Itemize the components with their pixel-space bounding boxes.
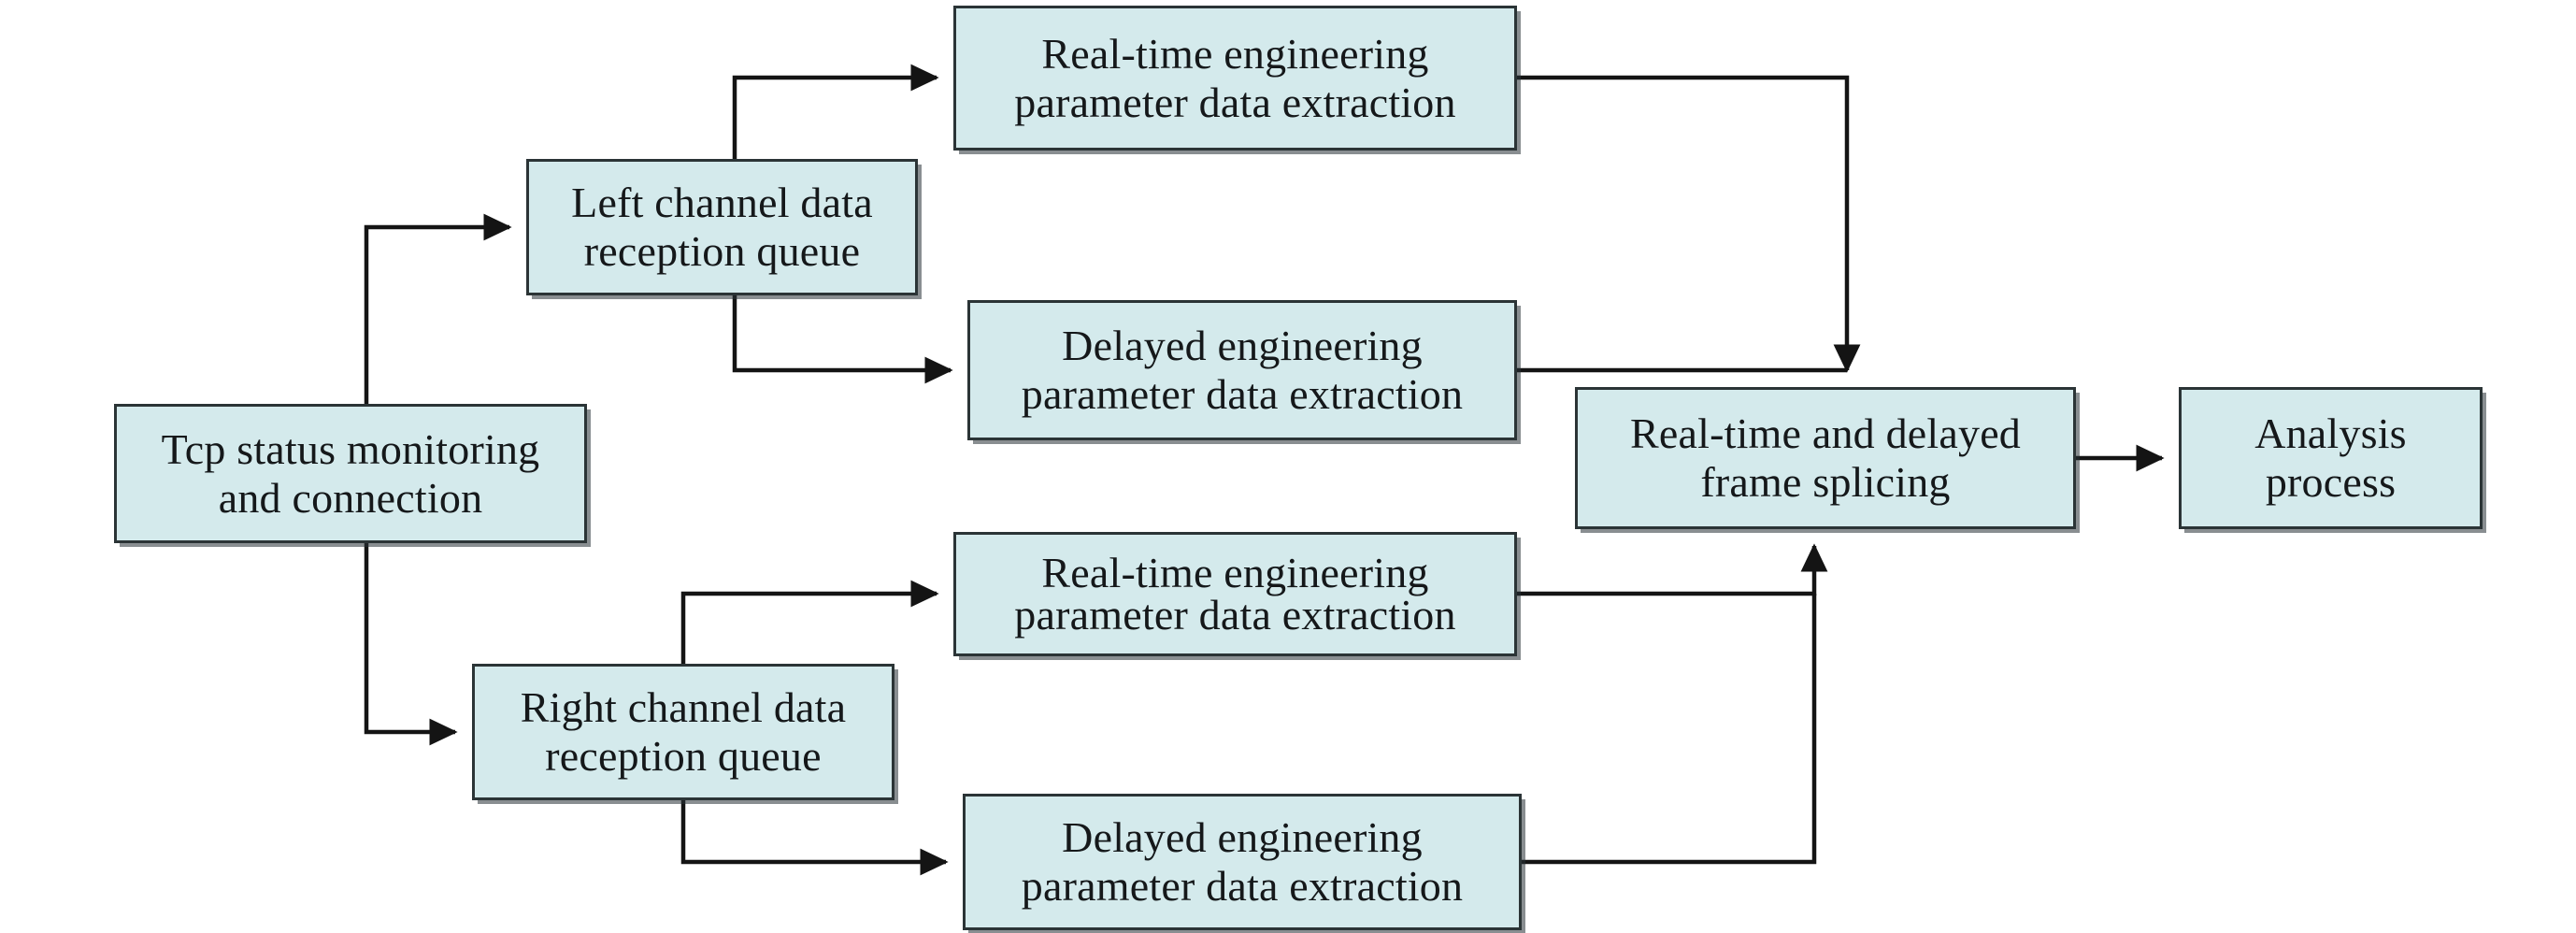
node-label: Real-time and delayed frame splicing [1629, 409, 2022, 506]
connector-right-delayed-to-frame-splicing [1522, 594, 1817, 865]
node-label: Tcp status monitoring and connection [161, 424, 540, 522]
connector-left-queue-to-left-realtime [732, 64, 939, 159]
node-label: Delayed engineering parameter data extra… [1021, 322, 1464, 418]
connector-left-queue-to-left-delayed [732, 295, 953, 384]
connector-tcp-to-left-channel-queue [364, 213, 512, 404]
node-real-time-and-delayed-frame-splicing[interactable]: Real-time and delayed frame splicing [1575, 387, 2076, 529]
node-analysis-process[interactable]: Analysis process [2179, 387, 2483, 529]
node-label: Real-time engineering parameter data ext… [1014, 548, 1456, 639]
node-left-delayed-engineering-parameter-data-extraction[interactable]: Delayed engineering parameter data extra… [967, 300, 1517, 440]
connector-right-queue-to-right-delayed [680, 800, 949, 876]
node-right-realtime-engineering-parameter-data-extraction[interactable]: Real-time engineering parameter data ext… [953, 532, 1517, 656]
connector-right-queue-to-right-realtime [680, 580, 939, 664]
node-label: Left channel data reception queue [571, 179, 873, 275]
node-label: Delayed engineering parameter data extra… [1021, 813, 1464, 910]
node-label: Right channel data reception queue [520, 683, 847, 780]
connector-left-realtime-to-frame-splicing [1517, 75, 1861, 373]
node-right-channel-data-reception-queue[interactable]: Right channel data reception queue [472, 664, 894, 800]
node-label: Analysis process [2254, 409, 2407, 506]
node-tcp-status-monitoring-and-connection[interactable]: Tcp status monitoring and connection [114, 404, 587, 543]
connector-right-realtime-to-frame-splicing [1517, 543, 1828, 596]
node-right-delayed-engineering-parameter-data-extraction[interactable]: Delayed engineering parameter data extra… [963, 794, 1522, 930]
connector-tcp-to-right-channel-queue [364, 543, 458, 746]
node-label: Real-time engineering parameter data ext… [1014, 29, 1456, 126]
node-left-channel-data-reception-queue[interactable]: Left channel data reception queue [526, 159, 918, 295]
node-left-realtime-engineering-parameter-data-extraction[interactable]: Real-time engineering parameter data ext… [953, 6, 1517, 151]
